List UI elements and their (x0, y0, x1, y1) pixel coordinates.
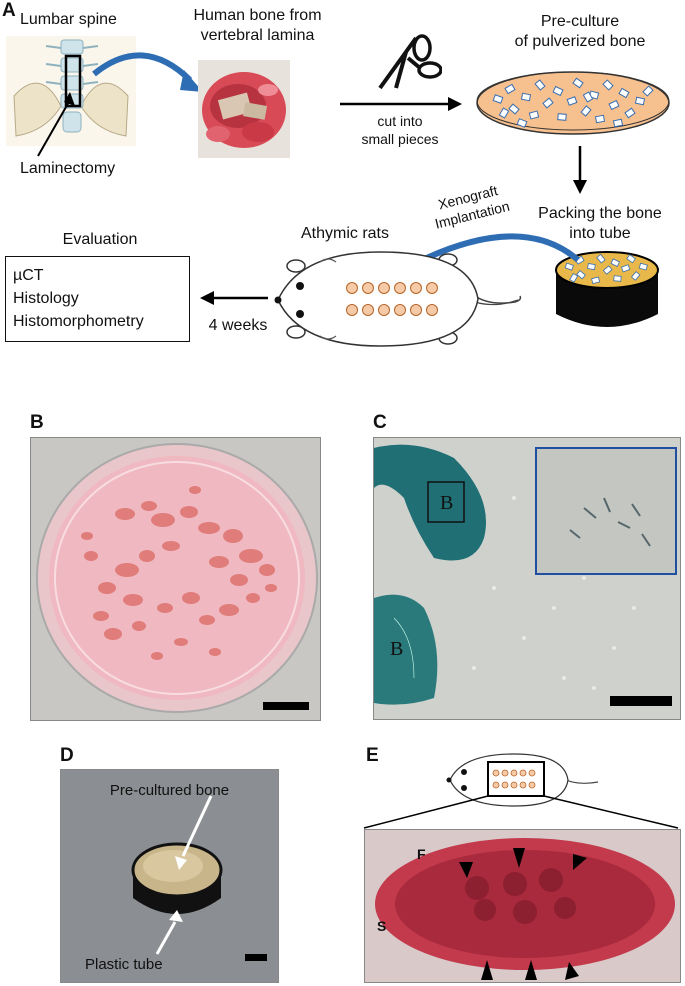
evaluation-item-histology: Histology (13, 290, 79, 307)
tube-photo-image (61, 770, 278, 982)
surgery-label-s: S (377, 918, 387, 934)
packed-tube-illustration (555, 251, 659, 327)
human-bone-photo (198, 60, 290, 158)
evaluation-item-uct: µCT (13, 267, 44, 284)
panel-c-letter: C (373, 412, 387, 433)
tube-photo: Pre-cultured bone Plastic tube (60, 769, 279, 983)
micrograph-photo: B B (373, 437, 681, 720)
cut-arrow (340, 97, 462, 111)
down-arrow (573, 146, 587, 194)
cut-label-line1: cut into (377, 113, 423, 129)
evaluation-box: µCT Histology Histomorphometry (5, 256, 190, 342)
rat-inset-illustration (446, 753, 599, 807)
surgery-photo: F S (364, 829, 681, 983)
scissors-icon (378, 34, 442, 90)
micrograph-label-b1: B (440, 492, 454, 514)
evaluation-title: Evaluation (62, 231, 138, 248)
panel-d-letter: D (60, 745, 74, 766)
plastic-tube-label: Plastic tube (85, 956, 163, 973)
evaluation-item-histomorphometry: Histomorphometry (13, 313, 144, 330)
human-bone-label: Human bone from vertebral lamina (175, 6, 340, 46)
laminectomy-label: Laminectomy (20, 160, 116, 177)
weeks-arrow (200, 291, 268, 305)
preculture-label-line2: of pulverized bone (514, 33, 646, 50)
cut-label: cut into small pieces (350, 112, 450, 148)
cut-label-line2: small pieces (361, 131, 439, 147)
rat-illustration (274, 251, 522, 347)
curved-arrow-to-bone (92, 52, 203, 92)
micrograph-label-b2: B (390, 638, 404, 660)
preculture-label: Pre-culture of pulverized bone (490, 12, 670, 52)
human-bone-label-line2: vertebral lamina (200, 27, 315, 44)
zoom-lines (363, 795, 679, 829)
panel-b-letter: B (30, 412, 44, 433)
surgery-photo-image (365, 830, 680, 982)
human-bone-label-line1: Human bone from (193, 7, 322, 24)
petri-dish-photo (30, 437, 321, 721)
preculture-label-line1: Pre-culture (540, 13, 620, 30)
packing-label: Packing the bone into tube (520, 204, 680, 244)
laminectomy-pointer-arrow (37, 92, 75, 157)
panel-e-letter: E (366, 745, 379, 766)
micrograph-image (374, 438, 680, 719)
athymic-rats-label: Athymic rats (300, 225, 389, 242)
packing-label-line1: Packing the bone (538, 205, 662, 222)
panel-a-letter: A (2, 0, 16, 21)
weeks-label: 4 weeks (208, 317, 268, 334)
lumbar-spine-label: Lumbar spine (20, 11, 117, 28)
culture-dish-illustration (476, 71, 670, 135)
surgery-label-f: F (417, 846, 426, 862)
packing-label-line2: into tube (569, 225, 631, 242)
lumbar-spine-illustration (6, 36, 136, 146)
pre-cultured-bone-label: Pre-cultured bone (109, 782, 230, 799)
